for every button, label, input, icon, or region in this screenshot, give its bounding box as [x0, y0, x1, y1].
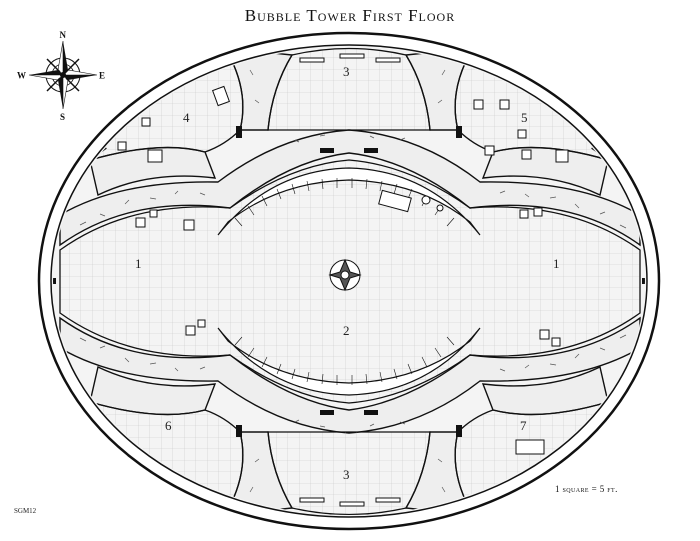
room-label-4: 4 — [183, 110, 190, 125]
compass-south: S — [60, 112, 65, 122]
compass-east: E — [99, 71, 105, 81]
room-label-2: 2 — [343, 323, 350, 338]
scale-note: 1 square = 5 ft. — [555, 484, 618, 494]
central-statue — [328, 258, 362, 292]
room-label-1-east: 1 — [553, 256, 560, 271]
compass-west: W — [17, 71, 26, 81]
compass-rose: N S E W — [17, 30, 105, 122]
map-code: SGM12 — [14, 507, 37, 515]
doors — [236, 126, 462, 437]
room-label-1-west: 1 — [135, 256, 142, 271]
room-label-3-north: 3 — [343, 64, 350, 79]
compass-north: N — [60, 30, 67, 40]
room-3-south-floor — [267, 431, 431, 515]
room-label-3-south: 3 — [343, 467, 350, 482]
room-label-6: 6 — [165, 418, 172, 433]
map-title: Bubble Tower First Floor — [244, 6, 456, 25]
room-label-7: 7 — [520, 418, 527, 433]
room-3-north-floor — [267, 47, 431, 131]
stone-texture — [79, 69, 627, 493]
room-label-5: 5 — [521, 110, 528, 125]
stairs — [217, 167, 481, 396]
furniture — [117, 53, 569, 507]
